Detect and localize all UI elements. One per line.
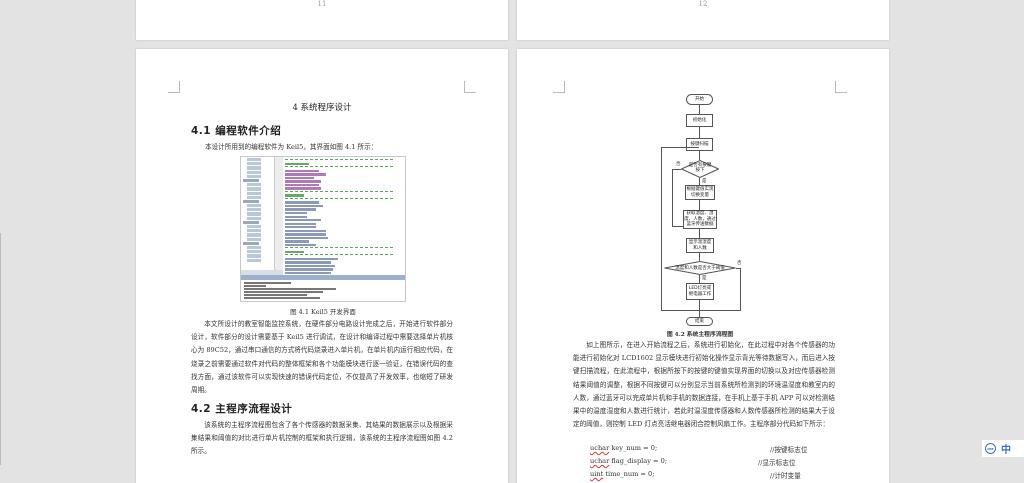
ime-indicator[interactable]: IME 中 <box>982 440 1024 457</box>
flowchart-key-scan: 按键扫描 <box>686 138 713 151</box>
code-line: uchar key_num = 0; <box>590 444 658 452</box>
flowchart-start: 开始 <box>686 94 713 105</box>
build-output <box>241 280 405 301</box>
code-line: uchar flag_display = 0; <box>590 457 668 465</box>
body-paragraph-flow-description: 如上图所示，在进入开始流程之后，系统进行初始化，在此过程中对各个传感器的功能进行… <box>573 341 835 429</box>
code-editor <box>285 159 405 276</box>
build-output-title <box>241 275 405 280</box>
body-paragraph-4-1: 本文所设计的教室智能监控系统，在硬件部分电路设计完成之后，开始进行软件部分设计，… <box>191 320 453 395</box>
flowchart-adjust: 根据键值实现切换变量 <box>685 185 715 200</box>
body-paragraph-4-2: 该系统的主程序流程图包含了各个传感器的数据采集、其结果的数据展示以及根据采集结果… <box>191 421 453 456</box>
flowchart-decision-key <box>681 160 719 178</box>
margin-corner <box>168 81 180 93</box>
previous-page-right: 12 <box>517 0 889 40</box>
line-number-gutter <box>275 157 283 275</box>
keil5-screenshot <box>240 156 406 302</box>
intro-paragraph: 本设计所用到的编程软件为 Keil5，其界面如图 4.1 所示： <box>205 143 378 151</box>
chapter-title: 4 系统程序设计 <box>292 103 352 113</box>
ime-logo-icon[interactable]: IME <box>985 443 996 454</box>
flowchart-control: LED灯亮或继电器工作 <box>686 283 714 300</box>
figure-caption-4-1: 图 4.1 Keil5 开发界面 <box>290 308 356 316</box>
flowchart-display: 显示温湿度和人数 <box>686 238 714 253</box>
figure-caption-4-2: 图 4.2 系统主程序流程图 <box>666 332 734 338</box>
margin-corner <box>835 81 847 93</box>
code-comment: //显示标志位 <box>758 459 796 467</box>
section-heading-4-2: 4.2 主程序流程设计 <box>191 403 293 415</box>
project-tree <box>241 157 275 275</box>
flowchart-decision-threshold <box>664 261 736 275</box>
margin-corner <box>464 81 476 93</box>
ime-language-toggle[interactable]: 中 <box>1001 445 1011 456</box>
code-comment: //按键标志位 <box>770 446 808 454</box>
panel-tabs <box>241 270 283 275</box>
margin-corner <box>553 81 565 93</box>
previous-page-left: 11 <box>136 0 508 40</box>
code-comment: //计时变量 <box>770 472 801 480</box>
page-number: 11 <box>317 0 327 8</box>
section-heading-4-1: 4.1 编程软件介绍 <box>191 125 282 137</box>
flowchart-read-sensors: 获取温度、湿度、人数，通过蓝牙传送数据 <box>683 210 717 229</box>
left-edge-scrollbar[interactable] <box>0 233 1 465</box>
page-number: 12 <box>698 0 708 8</box>
code-line: uint time_num = 0; <box>590 470 655 478</box>
flowchart-end: 结束 <box>686 317 713 326</box>
flowchart-init: 初始化 <box>686 114 713 127</box>
